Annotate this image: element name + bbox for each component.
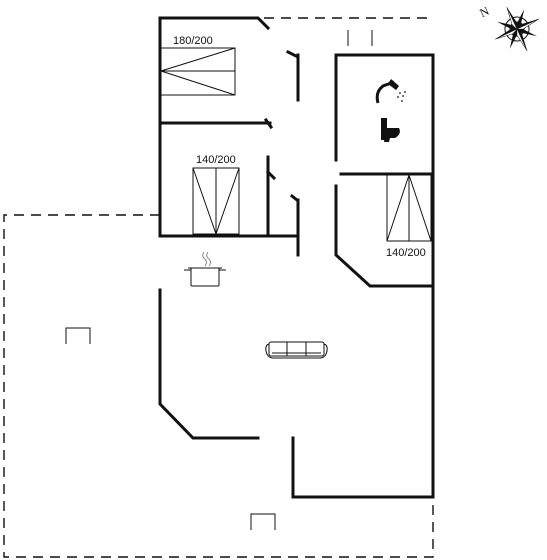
walls	[158, 16, 435, 499]
bed-label-upper: 180/200	[173, 35, 213, 47]
chair-icon-bottom	[250, 513, 276, 530]
bed-180-200	[160, 47, 236, 96]
toilet-icon	[381, 118, 400, 142]
bed-label-middle: 140/200	[196, 154, 236, 166]
bed-label-right: 140/200	[386, 247, 426, 259]
top-boundary	[264, 17, 430, 46]
bed-140-200-right	[386, 174, 432, 242]
terrace-outline	[3, 214, 434, 558]
compass-rose-icon	[495, 7, 539, 51]
shower-icon	[375, 79, 406, 104]
compass-north-label: N	[477, 4, 491, 20]
cooking-pot-icon	[184, 251, 226, 287]
bed-140-200-middle	[192, 167, 240, 235]
sofa-icon	[265, 341, 328, 359]
chair-icon	[65, 327, 91, 344]
